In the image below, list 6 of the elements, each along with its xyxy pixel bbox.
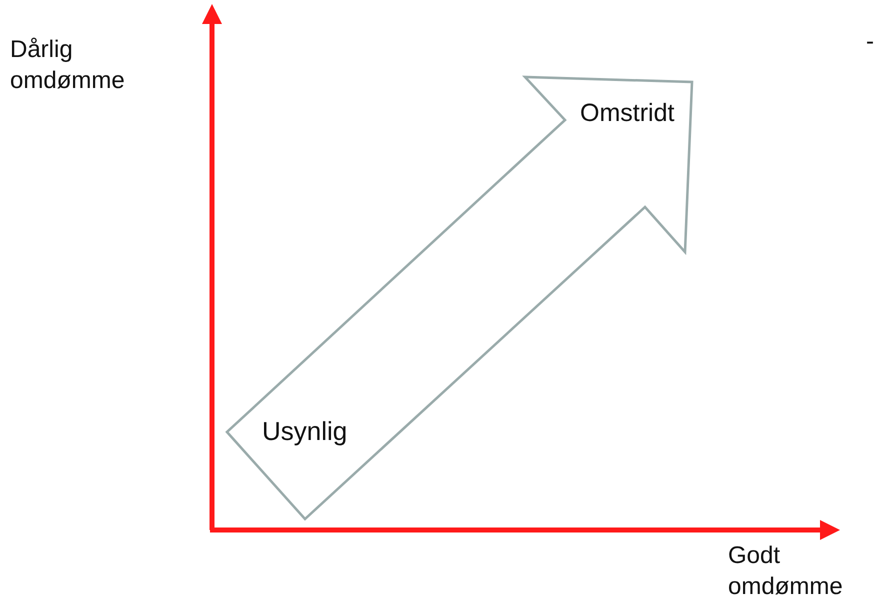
axis-label: Dårlig omdømme	[10, 35, 126, 96]
note-text: -	[866, 27, 875, 57]
axis-label: Godt omdømme	[728, 541, 844, 602]
stage-label: Omstridt	[580, 99, 674, 128]
block-arrow	[225, 76, 694, 521]
stage-label: Usynlig	[262, 416, 348, 447]
